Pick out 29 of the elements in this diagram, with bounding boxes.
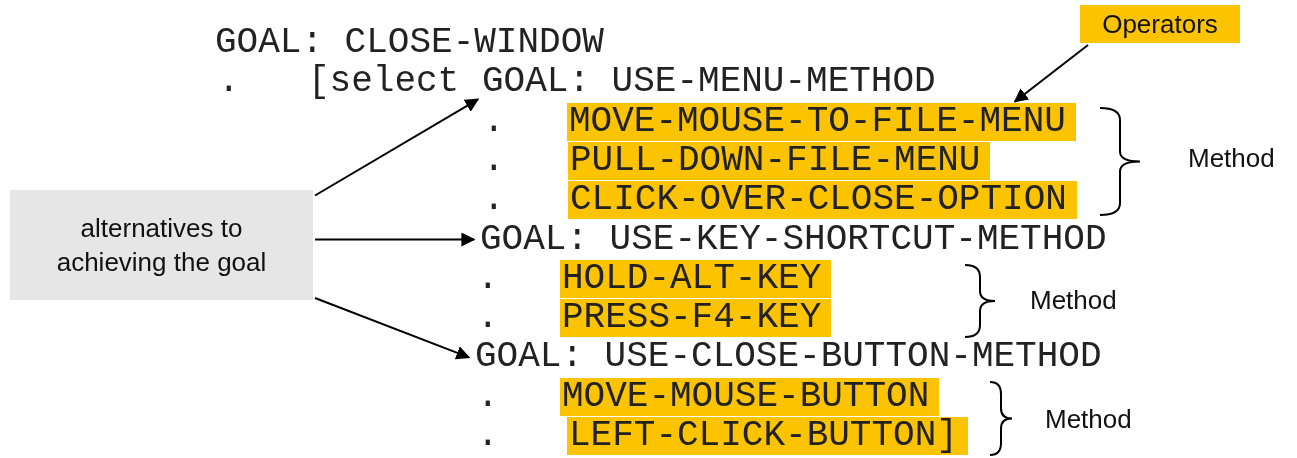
bullet-dot: . <box>477 259 499 298</box>
arrow <box>1013 44 1089 103</box>
goal-text: GOAL: USE-CLOSE-BUTTON-METHOD <box>475 338 1102 377</box>
operator-highlight: CLICK-OVER-CLOSE-OPTION <box>568 181 1077 220</box>
operator-highlight: PULL-DOWN-FILE-MENU <box>568 141 991 180</box>
bullet-dot: . <box>218 63 240 102</box>
bullet-dot: . <box>477 377 499 416</box>
bullet-dot: . <box>483 181 505 220</box>
operator-highlight: PRESS-F4-KEY <box>560 299 832 338</box>
bullet-dot: . <box>483 102 505 141</box>
operator-highlight: MOVE-MOUSE-BUTTON <box>560 377 940 416</box>
goal-text: GOAL: CLOSE-WINDOW <box>215 24 604 62</box>
operators-label: Operators <box>1080 5 1240 43</box>
method-label: Method <box>1045 404 1132 435</box>
arrow <box>314 98 480 197</box>
bullet-dot: . <box>483 141 505 180</box>
operator-highlight: MOVE-MOUSE-TO-FILE-MENU <box>567 102 1076 141</box>
operator-highlight: LEFT-CLICK-BUTTON] <box>567 417 968 455</box>
operator-highlight: HOLD-ALT-KEY <box>560 259 832 298</box>
goal-text: GOAL: USE-KEY-SHORTCUT-METHOD <box>480 220 1107 259</box>
bullet-dot: . <box>477 417 499 455</box>
arrow <box>314 232 476 247</box>
select-keyword: [select <box>308 63 460 102</box>
bullet-dot: . <box>477 299 499 338</box>
method-label: Method <box>1030 285 1117 316</box>
note-box: alternatives to achieving the goal <box>10 190 313 300</box>
method-label: Method <box>1188 143 1275 174</box>
goal-text: GOAL: USE-MENU-METHOD <box>482 63 936 102</box>
arrow <box>314 297 471 360</box>
